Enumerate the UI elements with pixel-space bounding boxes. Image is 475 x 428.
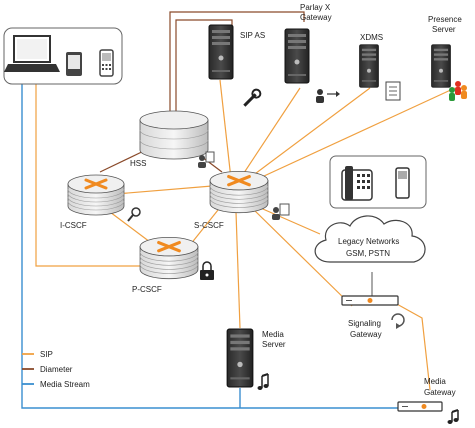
presence-label-line1: Presence	[428, 15, 462, 24]
hss-label: HSS	[130, 159, 146, 168]
media-server-label-line2: Server	[262, 340, 286, 349]
sip-as-label: SIP AS	[240, 31, 265, 40]
music-note-icon	[257, 373, 269, 390]
signaling-gateway-label-line2: Gateway	[350, 330, 382, 339]
media-links	[21, 82, 398, 409]
user-profile-icon	[198, 151, 215, 168]
profile-card-icon	[272, 203, 290, 220]
media-gateway-icon	[397, 401, 443, 412]
media-gateway-music-icon	[447, 409, 459, 424]
signaling-gateway-icon	[341, 295, 399, 306]
document-icon	[385, 81, 401, 101]
sip-link-scscf-mediaserver	[235, 211, 241, 329]
users-arrows-icon	[316, 89, 340, 103]
sip-link-scscf-siggw	[251, 207, 353, 307]
parlay-x-gateway-icon	[284, 28, 310, 84]
icscf-label: I-CSCF	[60, 221, 87, 230]
laptop-icon	[4, 35, 60, 72]
parlay-gateway-label-line2: Gateway	[300, 13, 332, 22]
legacy-mobile-phone-icon	[395, 167, 410, 199]
pcscf-router-icon	[138, 235, 200, 280]
media-server-icon	[226, 328, 254, 388]
diameter-link-hss-parlay	[169, 11, 305, 113]
media-gateway-label-line1: Media	[424, 377, 446, 386]
xdms-label: XDMS	[360, 33, 383, 42]
wrench-icon	[243, 88, 262, 107]
presence-label-line2: Server	[432, 25, 456, 34]
media-server-label-line1: Media	[262, 330, 284, 339]
media-gateway-label-line2: Gateway	[424, 388, 456, 397]
legend-sip-label: SIP	[40, 350, 53, 359]
sip-link-scscf-xdms	[235, 87, 371, 189]
presence-server-icon	[431, 44, 451, 88]
legend-media-label: Media Stream	[40, 380, 90, 389]
pda-icon	[66, 52, 82, 76]
legend: SIP Diameter Media Stream	[22, 350, 90, 389]
sync-arrows-icon	[391, 313, 405, 329]
scscf-router-icon	[208, 169, 270, 214]
icscf-router-icon	[66, 173, 126, 216]
diameter-link-hss-sipas	[175, 19, 233, 113]
legacy-label-line1: Legacy Networks	[338, 237, 399, 246]
scscf-label: S-CSCF	[194, 221, 224, 230]
parlay-gateway-label-line1: Parlay X	[300, 3, 331, 12]
sip-link-icscf-pcscf	[109, 211, 151, 243]
mobile-phone-icon	[99, 49, 114, 77]
xdms-server-icon	[359, 44, 379, 88]
lock-icon	[200, 261, 214, 280]
legacy-networks-cloud-icon	[314, 215, 426, 263]
legend-item-sip: SIP	[22, 350, 53, 359]
magnifier-icon	[127, 207, 141, 222]
sip-link-scscf-legacy	[255, 205, 321, 235]
presence-people-icon	[449, 81, 467, 101]
media-link-ue-mediagw	[21, 82, 398, 409]
legacy-phones-box	[329, 155, 427, 209]
legacy-label-line2: GSM, PSTN	[346, 249, 390, 258]
user-devices	[3, 27, 123, 85]
pcscf-label: P-CSCF	[132, 285, 162, 294]
signaling-gateway-label-line1: Signaling	[348, 319, 381, 328]
sip-link-scscf-sipas	[219, 79, 233, 189]
sip-link-scscf-presence	[237, 87, 456, 189]
sip-link-mediagw-siggw	[394, 302, 431, 391]
legend-item-diameter: Diameter	[22, 365, 73, 374]
legend-item-media-stream: Media Stream	[22, 380, 90, 389]
sip-link-ue-pcscf	[35, 82, 142, 267]
legend-diameter-label: Diameter	[40, 365, 73, 374]
desk-phone-icon	[341, 166, 373, 201]
hss-database-icon	[139, 110, 209, 160]
sip-as-server-icon	[208, 24, 234, 80]
